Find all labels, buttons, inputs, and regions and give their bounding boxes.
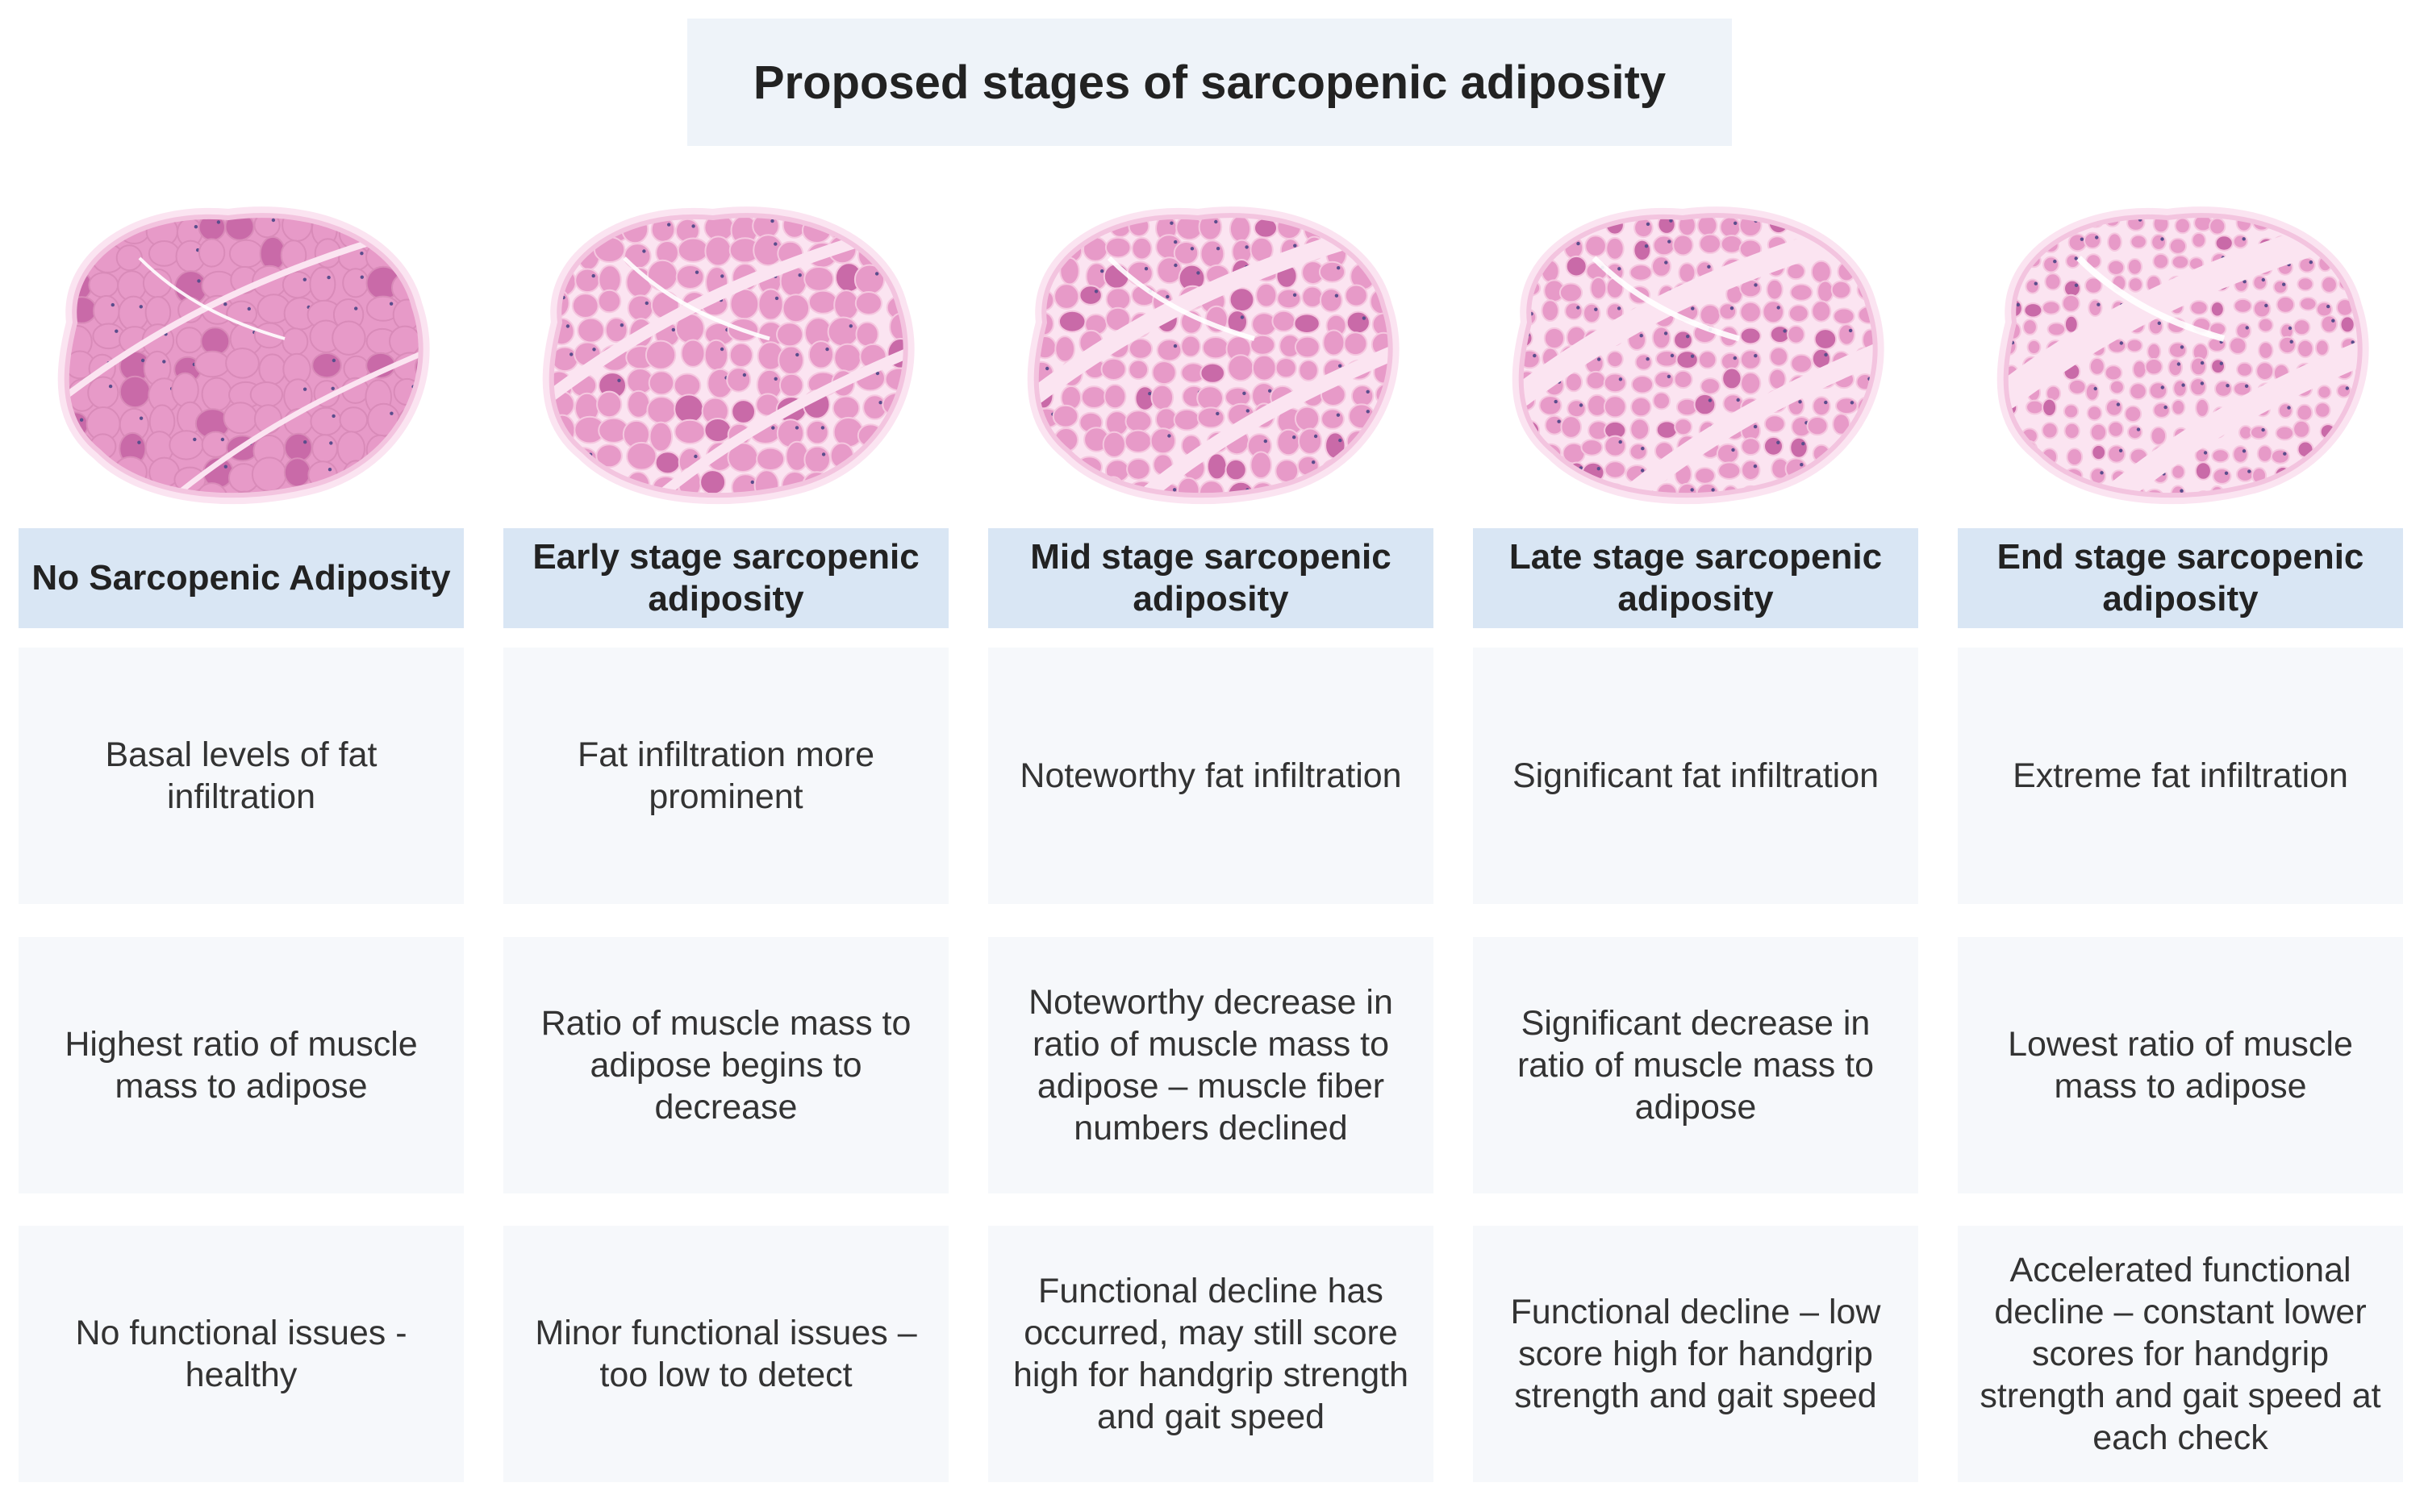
- muscle-ratio-text: Noteworthy decrease in ratio of muscle m…: [1028, 983, 1393, 1148]
- muscle-ratio-cell-3: Noteworthy decrease in ratio of muscle m…: [988, 937, 1433, 1193]
- muscle-ratio-cell-5: Lowest ratio of muscle mass to adipose: [1958, 937, 2403, 1193]
- fat-infiltration-text: Fat infiltration more prominent: [577, 735, 875, 816]
- muscle-ratio-cell-1: Highest ratio of muscle mass to adipose: [19, 937, 464, 1193]
- fat-infiltration-text: Basal levels of fat infiltration: [105, 735, 378, 816]
- functional-status-cell-1: No functional issues - healthy: [19, 1226, 464, 1482]
- fat-infiltration-text: Extreme fat infiltration: [2013, 756, 2348, 795]
- fat-infiltration-cell-5: Extreme fat infiltration: [1958, 648, 2403, 904]
- muscle-ratio-text: Highest ratio of muscle mass to adipose: [65, 1025, 418, 1106]
- functional-status-cell-3: Functional decline has occurred, may sti…: [988, 1226, 1433, 1482]
- functional-status-text: Minor functional issues – too low to det…: [535, 1314, 917, 1394]
- functional-status-text: Accelerated functional decline – constan…: [1980, 1251, 2381, 1457]
- stage-header-label: Early stage sarcopenic adiposity: [532, 537, 920, 619]
- stage-header-3: Mid stage sarcopenic adiposity: [988, 528, 1433, 628]
- stage-header-2: Early stage sarcopenic adiposity: [503, 528, 949, 628]
- stage-header-label: Mid stage sarcopenic adiposity: [1030, 537, 1391, 619]
- functional-status-text: No functional issues - healthy: [75, 1314, 407, 1394]
- functional-status-cell-5: Accelerated functional decline – constan…: [1958, 1226, 2403, 1482]
- functional-status-text: Functional decline has occurred, may sti…: [1012, 1272, 1409, 1436]
- muscle-ratio-cell-4: Significant decrease in ratio of muscle …: [1473, 937, 1918, 1193]
- fat-infiltration-text: Significant fat infiltration: [1512, 756, 1880, 795]
- diagram-title: Proposed stages of sarcopenic adiposity: [753, 56, 1667, 109]
- fat-infiltration-cell-1: Basal levels of fat infiltration: [19, 648, 464, 904]
- muscle-cross-section-5: [1958, 185, 2403, 512]
- fat-infiltration-text: Noteworthy fat infiltration: [1020, 756, 1402, 795]
- fat-infiltration-cell-3: Noteworthy fat infiltration: [988, 648, 1433, 904]
- muscle-cross-section-3: [988, 185, 1433, 512]
- muscle-ratio-cell-2: Ratio of muscle mass to adipose begins t…: [503, 937, 949, 1193]
- functional-status-cell-2: Minor functional issues – too low to det…: [503, 1226, 949, 1482]
- stage-header-label: No Sarcopenic Adiposity: [31, 558, 451, 598]
- title-box: Proposed stages of sarcopenic adiposity: [687, 19, 1732, 146]
- muscle-ratio-text: Lowest ratio of muscle mass to adipose: [2008, 1025, 2353, 1106]
- muscle-ratio-text: Significant decrease in ratio of muscle …: [1517, 1004, 1875, 1127]
- functional-status-cell-4: Functional decline – low score high for …: [1473, 1226, 1918, 1482]
- functional-status-text: Functional decline – low score high for …: [1510, 1293, 1881, 1415]
- stage-header-label: End stage sarcopenic adiposity: [1996, 537, 2364, 619]
- muscle-ratio-text: Ratio of muscle mass to adipose begins t…: [540, 1004, 912, 1127]
- muscle-cross-section-4: [1473, 185, 1918, 512]
- muscle-cross-section-2: [503, 185, 949, 512]
- stage-header-1: No Sarcopenic Adiposity: [19, 528, 464, 628]
- stage-header-5: End stage sarcopenic adiposity: [1958, 528, 2403, 628]
- muscle-cross-section-1: [19, 185, 464, 512]
- stage-header-4: Late stage sarcopenic adiposity: [1473, 528, 1918, 628]
- fat-infiltration-cell-2: Fat infiltration more prominent: [503, 648, 949, 904]
- stage-header-label: Late stage sarcopenic adiposity: [1508, 537, 1883, 619]
- fat-infiltration-cell-4: Significant fat infiltration: [1473, 648, 1918, 904]
